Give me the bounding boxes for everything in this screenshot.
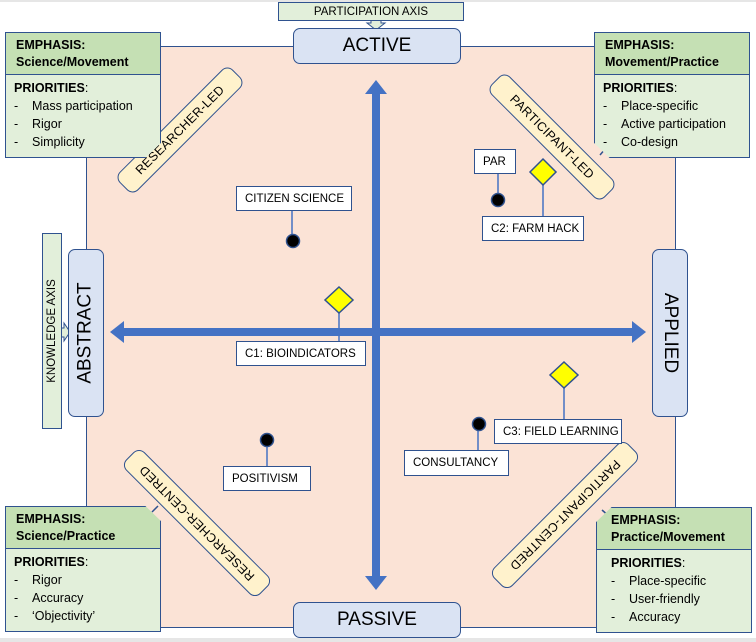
priorities-title: PRIORITIES: [14,81,89,95]
priority-item: Accuracy [14,589,152,607]
priority-item: ‘Objectivity’ [14,607,152,625]
card-priorities: PRIORITIES: Place-specific User-friendly… [597,550,751,632]
priorities-list: Mass participation Rigor Simplicity [14,97,152,151]
priority-item: Rigor [14,115,152,133]
card-top-left: EMPHASIS: Science/Movement PRIORITIES: M… [5,32,161,158]
label-bioindicators: C1: BIOINDICATORS [236,341,366,366]
marker-consultancy [471,416,487,432]
pole-applied: APPLIED [652,249,688,417]
knowledge-axis-text: KNOWLEDGE AXIS [46,279,58,383]
marker-citizen-science [285,233,301,249]
emphasis-value: Science/Practice [16,529,116,543]
knowledge-axis-label: KNOWLEDGE AXIS [42,233,62,429]
citizen-science-text: CITIZEN SCIENCE [245,192,345,205]
priority-item: Mass participation [14,97,152,115]
label-positivism: POSITIVISM [223,466,311,491]
priorities-list: Rigor Accuracy ‘Objectivity’ [14,571,152,625]
consultancy-text: CONSULTANCY [413,457,499,469]
emphasis-title: EMPHASIS: [16,512,86,526]
emphasis-value: Movement/Practice [605,55,719,69]
participation-axis-label: PARTICIPATION AXIS [278,2,464,21]
card-top-right: EMPHASIS: Movement/Practice PRIORITIES: … [594,32,750,158]
farm-hack-text: C2: FARM HACK [491,222,580,235]
emphasis-value: Science/Movement [16,55,129,69]
priority-item: Place-specific [603,97,741,115]
card-emphasis: EMPHASIS: Science/Practice [6,507,160,549]
bioindicators-text: C1: BIOINDICATORS [245,347,356,360]
card-emphasis: EMPHASIS: Science/Movement [6,33,160,75]
card-priorities: PRIORITIES: Rigor Accuracy ‘Objectivity’ [6,549,160,631]
pole-passive: PASSIVE [293,602,461,638]
priority-item: Co-design [603,133,741,151]
marker-bioindicators [323,285,355,315]
par-text: PAR [483,155,506,168]
card-emphasis: EMPHASIS: Movement/Practice [595,33,749,75]
card-emphasis: EMPHASIS: Practice/Movement [597,508,751,550]
priorities-title: PRIORITIES: [603,81,678,95]
marker-field-learning [548,360,580,390]
connector-bottom-left [151,505,159,513]
priority-item: Accuracy [611,608,743,626]
card-priorities: PRIORITIES: Place-specific Active partic… [595,75,749,157]
label-citizen-science: CITIZEN SCIENCE [236,186,352,211]
priority-item: Simplicity [14,133,152,151]
priority-item: User-friendly [611,590,743,608]
marker-positivism [259,432,275,448]
label-field-learning: C3: FIELD LEARNING [494,419,622,444]
priorities-title: PRIORITIES: [14,555,89,569]
card-bottom-left: EMPHASIS: Science/Practice PRIORITIES: R… [5,506,161,632]
card-priorities: PRIORITIES: Mass participation Rigor Sim… [6,75,160,157]
emphasis-title: EMPHASIS: [611,513,681,527]
participation-axis-arrow [365,80,387,590]
bottom-border [0,638,756,642]
top-border [0,0,756,2]
priorities-list: Place-specific User-friendly Accuracy [611,572,743,626]
pole-applied-text: APPLIED [660,292,682,374]
field-learning-text: C3: FIELD LEARNING [503,425,619,438]
pole-passive-text: PASSIVE [337,609,417,630]
priorities-list: Place-specific Active participation Co-d… [603,97,741,151]
priorities-title: PRIORITIES: [611,556,686,570]
priority-item: Active participation [603,115,741,133]
marker-farm-hack [528,157,558,187]
card-bottom-right: EMPHASIS: Practice/Movement PRIORITIES: … [596,507,752,633]
label-farm-hack: C2: FARM HACK [482,216,584,241]
pole-abstract-text: ABSTRACT [75,282,97,384]
priority-item: Place-specific [611,572,743,590]
pole-abstract: ABSTRACT [68,249,104,417]
emphasis-title: EMPHASIS: [16,38,86,52]
label-par: PAR [474,149,516,174]
positivism-text: POSITIVISM [232,472,298,485]
emphasis-title: EMPHASIS: [605,38,675,52]
pole-active-text: ACTIVE [342,35,412,56]
priority-item: Rigor [14,571,152,589]
label-consultancy: CONSULTANCY [404,450,509,476]
pole-active: ACTIVE [293,28,461,64]
marker-par [490,192,506,208]
participation-axis-text: PARTICIPATION AXIS [313,5,429,18]
emphasis-value: Practice/Movement [611,530,725,544]
